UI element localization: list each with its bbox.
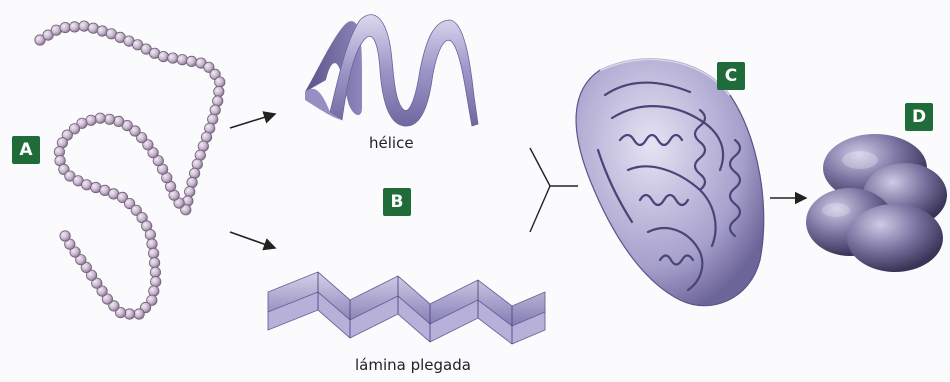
quaternary-structure — [806, 134, 947, 272]
beta-sheet-ribbon — [268, 272, 545, 344]
helix-caption: hélice — [369, 134, 414, 152]
amino-acid-bead — [114, 116, 124, 126]
label-a-badge: A — [12, 136, 40, 164]
label-d-badge: D — [905, 103, 933, 131]
amino-acid-bead — [158, 51, 168, 61]
amino-acid-bead — [150, 267, 160, 277]
amino-acid-bead — [134, 309, 144, 319]
amino-acid-chain — [35, 21, 225, 319]
sheet-caption: lámina plegada — [355, 356, 471, 374]
merge-bracket — [530, 148, 578, 232]
amino-acid-bead — [210, 105, 220, 115]
amino-acid-bead — [147, 239, 157, 249]
amino-acid-bead — [186, 56, 196, 66]
amino-acid-bead — [185, 187, 195, 197]
tertiary-structure — [576, 59, 764, 306]
amino-acid-bead — [145, 230, 155, 240]
amino-acid-bead — [95, 113, 105, 123]
amino-acid-bead — [149, 286, 159, 296]
amino-acid-bead — [60, 231, 70, 241]
label-b-badge: B — [383, 188, 411, 216]
label-c-badge: C — [717, 62, 745, 90]
amino-acid-bead — [79, 21, 89, 31]
amino-acid-bead — [215, 77, 225, 87]
arrow-to-helix — [230, 114, 275, 128]
amino-acid-bead — [187, 177, 197, 187]
arrow-to-sheet — [230, 232, 275, 248]
amino-acid-bead — [149, 258, 159, 268]
amino-acid-bead — [151, 277, 161, 287]
amino-acid-bead — [148, 248, 158, 258]
amino-acid-bead — [177, 55, 187, 65]
amino-acid-bead — [69, 22, 79, 32]
amino-acid-bead — [104, 114, 114, 124]
amino-acid-bead — [189, 168, 199, 178]
amino-acid-bead — [214, 86, 224, 96]
amino-acid-bead — [168, 53, 178, 63]
amino-acid-bead — [60, 22, 70, 32]
alpha-helix-ribbon — [305, 15, 478, 127]
